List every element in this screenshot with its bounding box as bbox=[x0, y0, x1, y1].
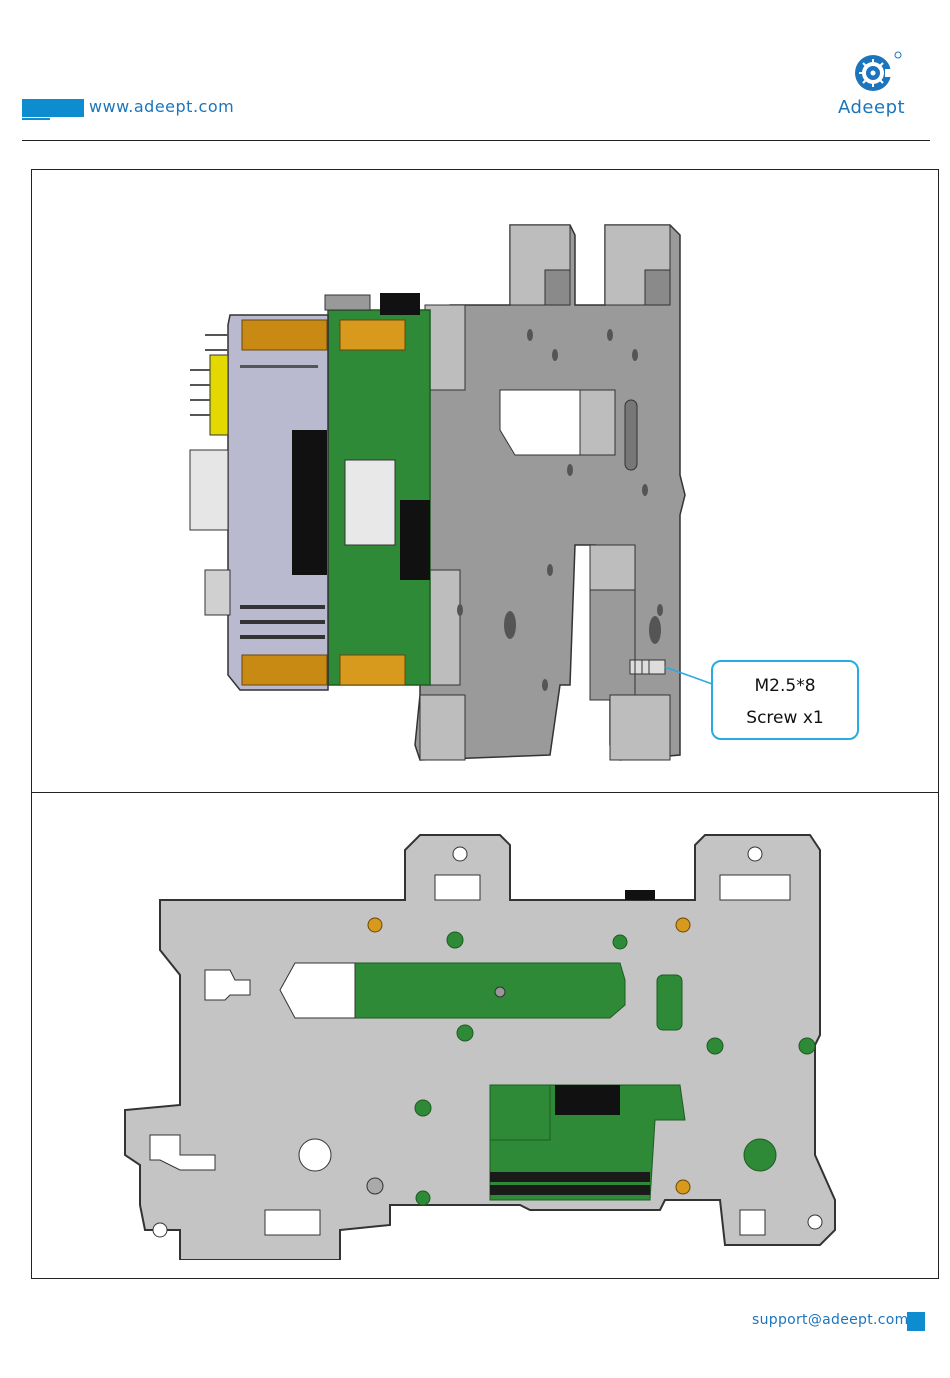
website-url[interactable]: www.adeept.com bbox=[89, 97, 234, 116]
header-accent-bar bbox=[22, 99, 84, 117]
support-email[interactable]: support@adeept.com bbox=[752, 1312, 909, 1328]
brand-name: Adeept bbox=[838, 97, 905, 118]
header-accent-tick bbox=[22, 118, 50, 120]
screw-quantity: Screw x1 bbox=[713, 708, 857, 728]
header-divider bbox=[22, 140, 930, 141]
assembly-back-view-illustration bbox=[120, 830, 840, 1260]
footer-accent-square bbox=[907, 1312, 925, 1331]
screw-spec: M2.5*8 bbox=[713, 676, 857, 696]
screw-callout: M2.5*8 Screw x1 bbox=[711, 660, 859, 740]
figure-divider bbox=[31, 792, 939, 793]
